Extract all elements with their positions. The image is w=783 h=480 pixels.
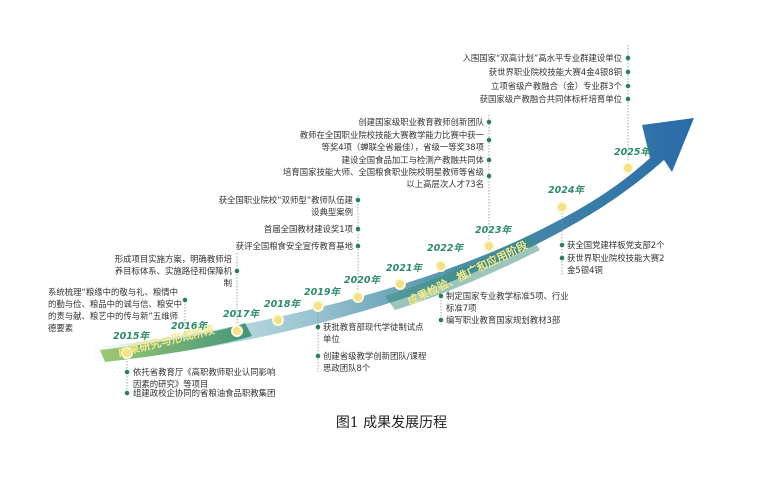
year-2024: 2024年: [548, 185, 584, 196]
year-2025: 2025年: [614, 147, 650, 158]
milestone-2025-3: 立项省级产教融合（金）专业群3个: [491, 81, 622, 91]
milestone-2023-1: 创建国家级职业教育教师创新团队: [358, 117, 484, 127]
milestone-2015-2: 组建政校企协同的省粮油食品职教集团: [133, 388, 276, 398]
milestone-2022-2: 编写职业教育国家规划教材3部: [446, 315, 561, 325]
year-2023: 2023年: [475, 225, 511, 236]
year-2017: 2017年: [223, 309, 259, 320]
milestone-2015-1: 依托省教育厅《高职教师职业认同影响因素的研究》等项目: [133, 367, 276, 389]
year-2018: 2018年: [264, 299, 300, 310]
milestone-2019-1: 获批教育部现代学徒制试点单位: [323, 322, 424, 344]
figure-caption: 图1 成果发展历程: [335, 415, 448, 431]
milestone-2023-2: 教师在全国职业院校技能大赛教学能力比赛中获一等奖4项（蝉联全省最佳），省级一等奖…: [299, 130, 484, 152]
milestone-2023-3: 建设全国食品加工与检测产教融共同体: [341, 155, 484, 165]
milestone-2025-1: 入围国家“双高计划”高水平专业群建设单位: [462, 53, 622, 63]
year-2021: 2021年: [386, 263, 422, 274]
year-2019: 2019年: [304, 287, 340, 298]
milestone-2025-2: 获世界职业院校技能大赛4金4银8铜: [488, 67, 622, 77]
year-2016: 2016年: [171, 321, 207, 332]
milestone-2025-4: 获国家级产教融合共同体标杆培育单位: [479, 94, 622, 104]
milestone-2017-1: 形成项目实施方案，明确教师培养目标体系、实施路径和保障机制: [114, 254, 232, 288]
year-2022: 2022年: [427, 243, 463, 254]
milestone-2024-1: 获全国党建样板党支部2个: [567, 240, 665, 250]
milestone-2020-2: 首届全国教材建设奖1项: [263, 224, 353, 234]
milestone-2019-2: 创建省级教学创新团队/课程思政团队8个: [323, 351, 427, 373]
year-2015: 2015年: [113, 331, 149, 342]
milestone-2022-1: 制定国家专业教学标准5项、行业标准7项: [446, 291, 569, 313]
milestone-2024-2: 获世界职业院校技能大赛2金5银4铜: [567, 253, 665, 275]
milestone-2020-3: 获评全国粮食安全宣传教育基地: [235, 241, 353, 251]
year-2020: 2020年: [344, 275, 380, 286]
milestone-2016-1: 系统梳理“粮缘中的敬与礼、粮情中的勤与俭、粮品中的诚与信、粮安中的责与献、粮艺中…: [48, 287, 182, 333]
milestone-2023-4: 培育国家技能大师、全国粮食职业院校明星教师等省级以上高层次人才73名: [283, 167, 484, 189]
milestone-2020-1: 获全国职业院校“双师型”教师队伍建设典型案例: [218, 195, 353, 217]
